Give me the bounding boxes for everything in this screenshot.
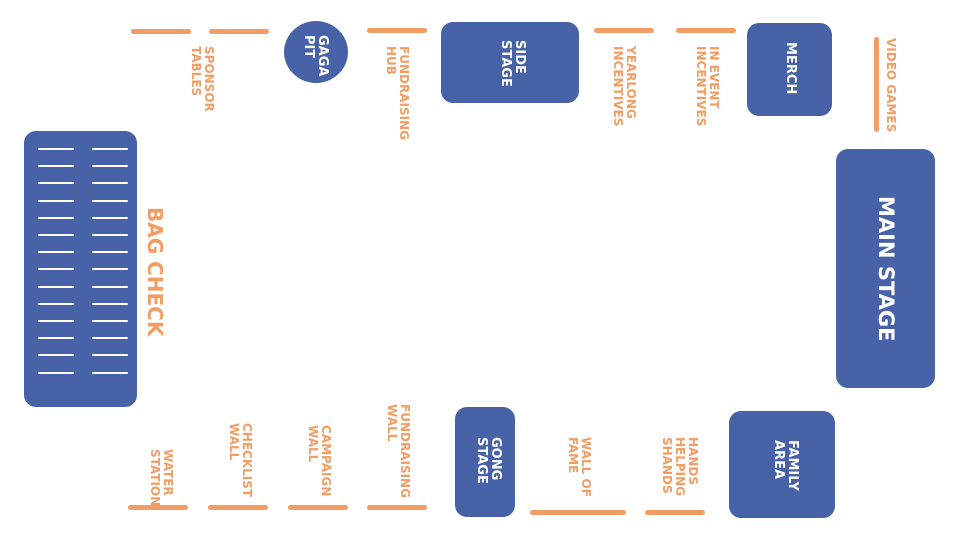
rack-line bbox=[38, 320, 74, 322]
yearlong-incentives-bar bbox=[594, 28, 654, 33]
rack-line bbox=[92, 268, 128, 271]
rack-line bbox=[38, 251, 74, 254]
rack-line bbox=[92, 354, 128, 357]
rack-line bbox=[92, 302, 128, 305]
rack-line bbox=[38, 354, 74, 357]
water-station-bar bbox=[128, 505, 188, 510]
checklist-wall-bar bbox=[208, 505, 268, 510]
sponsor-tables-label: SPONSOR TABLES bbox=[189, 46, 216, 112]
rack-line bbox=[92, 216, 128, 219]
bag-check-label: BAG CHECK bbox=[143, 207, 167, 337]
rack-line bbox=[92, 251, 128, 254]
rack-line bbox=[38, 285, 74, 288]
family-area-box bbox=[729, 411, 835, 518]
rack-line bbox=[92, 199, 128, 202]
side-stage-label: SIDE STAGE bbox=[498, 40, 527, 87]
rack-line bbox=[38, 302, 74, 305]
in-event-incentives-bar bbox=[676, 28, 736, 33]
water-station-label: WATER STATION bbox=[148, 449, 175, 507]
rack-line bbox=[38, 371, 74, 374]
gong-stage-label: GONG STAGE bbox=[474, 437, 503, 484]
rack-line bbox=[38, 199, 74, 202]
fundraising-wall-label: FUNDRAISING WALL bbox=[385, 404, 412, 498]
rack-line bbox=[92, 148, 128, 150]
rack-line bbox=[38, 148, 74, 150]
sponsor-table-bar-2 bbox=[209, 29, 269, 34]
gong-stage-box bbox=[455, 407, 515, 517]
rack-line bbox=[92, 234, 128, 236]
campaign-wall-label: CAMPAIGN WALL bbox=[306, 425, 333, 497]
rack-line bbox=[38, 216, 74, 219]
in-event-incentives-label: IN EVENT INCENTIVES bbox=[694, 46, 721, 127]
wall-of-fame-bar bbox=[530, 510, 626, 515]
rack-line bbox=[38, 337, 74, 340]
sponsor-table-bar-1 bbox=[131, 29, 191, 34]
fundraising-wall-bar bbox=[367, 505, 427, 510]
hands-helping-shands-label: HANDS HELPING SHANDS bbox=[660, 437, 700, 497]
rack-line bbox=[92, 182, 128, 185]
rack-line bbox=[38, 268, 74, 271]
side-stage-box bbox=[441, 22, 579, 103]
rack-line bbox=[38, 234, 74, 236]
main-stage-label: MAIN STAGE bbox=[874, 196, 898, 342]
rack-line bbox=[92, 165, 128, 168]
rack-line bbox=[92, 285, 128, 288]
fundraising-hub-bar bbox=[367, 28, 427, 33]
rack-line bbox=[92, 320, 128, 322]
fundraising-hub-label: FUNDRAISING HUB bbox=[384, 46, 411, 140]
rack-line bbox=[38, 182, 74, 185]
hands-helping-shands-bar bbox=[645, 510, 705, 515]
merch-label: MERCH bbox=[783, 42, 798, 95]
main-stage-box bbox=[836, 149, 935, 388]
merch-box bbox=[747, 23, 832, 116]
rack-line bbox=[38, 165, 74, 168]
campaign-wall-bar bbox=[288, 505, 348, 510]
wall-of-fame-label: WALL OF FAME bbox=[566, 437, 593, 497]
checklist-wall-label: CHECKLIST WALL bbox=[227, 423, 254, 498]
yearlong-incentives-label: YEARLONG INCENTIVES bbox=[611, 46, 638, 127]
rack-line bbox=[92, 371, 128, 374]
video-games-label: VIDEO GAMES bbox=[884, 38, 898, 133]
gaga-pit-circle bbox=[284, 21, 348, 83]
gaga-pit-label: GAGA PIT bbox=[301, 35, 330, 77]
rack-line bbox=[92, 337, 128, 340]
video-games-bar bbox=[874, 37, 879, 132]
family-area-label: FAMILY AREA bbox=[771, 440, 800, 491]
